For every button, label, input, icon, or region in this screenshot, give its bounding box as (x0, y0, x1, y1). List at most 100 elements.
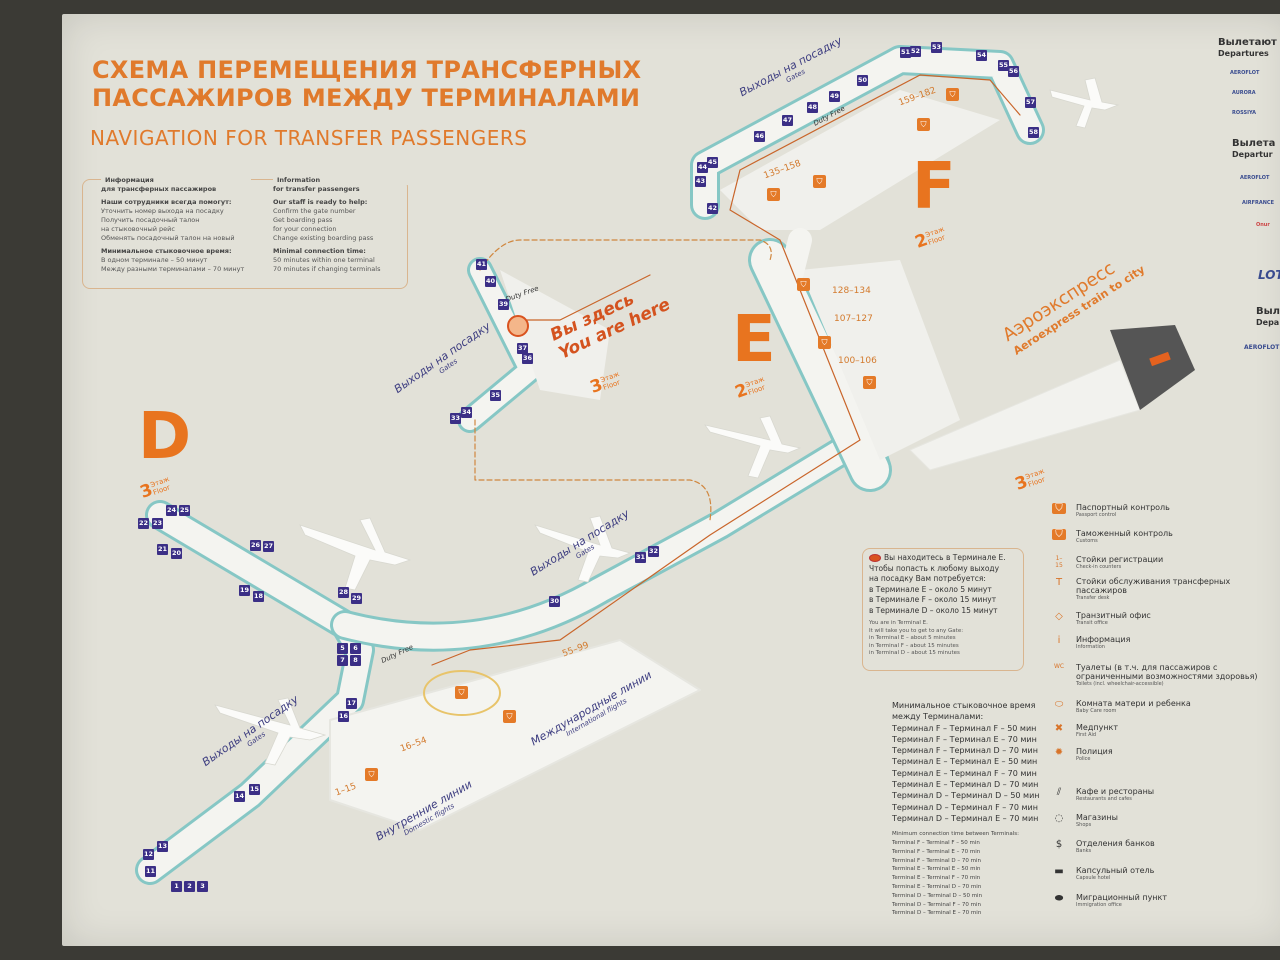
gate-51: 51 (900, 47, 911, 58)
legend-label-en: Immigration office (1076, 902, 1122, 908)
gate-47: 47 (782, 115, 793, 126)
gate-28: 28 (338, 587, 349, 598)
connection-time-row: Terminal E – Terminal F – 70 min (892, 875, 981, 882)
passport-control-icon: ⛉ (946, 88, 959, 101)
gate-18: 18 (253, 591, 264, 602)
transfer-route (431, 74, 1021, 666)
gate-42: 42 (707, 203, 718, 214)
police-icon: ✹ (1054, 747, 1064, 758)
first-aid-icon: ✖ (1054, 723, 1064, 734)
info-item: Обменять посадочный талон на новый (101, 234, 235, 242)
terminal-d-label: D (138, 400, 192, 474)
info-min-heading: Minimal connection time: (273, 247, 366, 255)
information-icon: i (1057, 635, 1061, 646)
connection-times: Минимальное стыковочное время между Терм… (892, 701, 1040, 917)
connection-time-row: Terminal D – Terminal E – 70 min (892, 910, 982, 917)
legend-label-en: Check-in counters (1076, 564, 1122, 570)
customs-icon: ⛉ (917, 118, 930, 131)
info-ru: Информация для трансферных пассажиров На… (101, 176, 251, 274)
legend-label-ru: Стойки регистрации (1076, 555, 1164, 564)
gate-20: 20 (171, 548, 182, 559)
gate-23: 23 (152, 518, 163, 529)
legend-label-ru: Медпункт (1076, 723, 1119, 732)
gate-22: 22 (138, 518, 149, 529)
connection-time-row: Терминал E – Терминал F – 70 мин (892, 768, 1037, 778)
connection-time-row: Терминал D – Терминал D – 50 мин (892, 791, 1040, 801)
gate-49: 49 (829, 91, 840, 102)
customs-icon: ⛉ (863, 376, 876, 389)
connection-time-row: Terminal F – Terminal D – 70 min (892, 857, 981, 864)
gate-58: 58 (1028, 127, 1039, 138)
info-item: Уточнить номер выхода на посадку (101, 207, 224, 215)
shop-icon: ◌ (1054, 813, 1064, 824)
transfer-info-box: Информация для трансферных пассажиров На… (82, 176, 423, 289)
airline-logo: AEROFLOT (1244, 344, 1280, 351)
transfer-route-dashed (474, 239, 772, 521)
terminal-d-structure (135, 425, 875, 885)
connection-time-row: Терминал D – Терминал F – 70 мин (892, 802, 1038, 812)
gate-46: 46 (754, 131, 765, 142)
connection-time-row: Терминал F – Терминал D – 70 мин (892, 746, 1038, 756)
bank-icon: $ (1055, 839, 1063, 850)
airline-logo: AIRFRANCE (1242, 200, 1274, 206)
legend-label-ru: Информация (1076, 635, 1131, 644)
connection-time-row: Terminal F – Terminal F – 50 min (892, 840, 980, 847)
passport-control-icon: ⛉ (455, 686, 468, 699)
airplane-icons (214, 77, 1120, 766)
page-title: СХЕМА ПЕРЕМЕЩЕНИЯ ТРАНСФЕРНЫХ ПАССАЖИРОВ… (92, 56, 641, 112)
airplane-icon (214, 697, 327, 766)
info-staff: Our staff is ready to help: (273, 198, 368, 206)
gate-41: 41 (476, 259, 487, 270)
toilet-icon: WC (1053, 663, 1065, 670)
info-min: Между разными терминалами – 70 минут (101, 265, 245, 273)
legend-label-ru: Комната матери и ребенка (1076, 699, 1191, 708)
gate-30: 30 (549, 596, 560, 607)
airline-logo: Onur (1256, 222, 1270, 228)
checkin-range: 100–106 (838, 356, 877, 366)
terminal-f-label: F (912, 150, 956, 224)
gate-57: 57 (1025, 97, 1036, 108)
gate-19: 19 (239, 585, 250, 596)
you-box-ru: Вы находитесь в Терминале E. Чтобы попас… (869, 553, 1006, 615)
connection-time-row: Терминал F – Терминал F – 50 мин (892, 723, 1037, 733)
info-min-heading: Минимальное стыковочное время: (101, 247, 232, 255)
passport-control-icon: ⛉ (818, 336, 831, 349)
gate-29: 29 (351, 593, 362, 604)
gate-15: 15 (249, 784, 260, 795)
gate-50: 50 (857, 75, 868, 86)
info-item: Change existing boarding pass (273, 234, 374, 242)
connection-time-row: Terminal D – Terminal D – 50 min (892, 892, 983, 899)
gate-34: 34 (461, 407, 472, 418)
passport-icon: ⛉ (1052, 503, 1066, 514)
you-are-here-marker (519, 274, 651, 321)
gate-6: 6 (350, 643, 361, 654)
gate-13: 13 (157, 841, 168, 852)
legend-label-en: Shops (1076, 822, 1092, 828)
title-ru-line1: СХЕМА ПЕРЕМЕЩЕНИЯ ТРАНСФЕРНЫХ (92, 56, 642, 84)
airline-logo: AEROFLOT (1230, 70, 1260, 76)
info-heading: для трансферных пассажиров (101, 185, 217, 193)
gate-39: 39 (498, 299, 509, 310)
legend-label-en: Transit office (1076, 620, 1108, 626)
legend-label-ru: Стойки обслуживания трансферных пассажир… (1076, 577, 1231, 595)
gate-11: 11 (145, 866, 156, 877)
legend-label-en: Banks (1076, 848, 1092, 854)
gate-43: 43 (695, 176, 706, 187)
gate-5: 5 (337, 643, 348, 654)
passport-control-icon: ⛉ (767, 188, 780, 201)
gate-36: 36 (522, 353, 533, 364)
gate-40: 40 (485, 276, 496, 287)
gate-31: 31 (635, 552, 646, 563)
legend-label-en: Restaurants and cafes (1076, 796, 1132, 802)
gate-48: 48 (807, 102, 818, 113)
gate-21: 21 (157, 544, 168, 555)
info-heading: Information (277, 176, 321, 184)
legend-label-ru: Отделения банков (1076, 839, 1155, 848)
gate-32: 32 (648, 546, 659, 557)
you-box-en: You are in Terminal E.It will take you t… (869, 620, 964, 656)
you-are-in-terminal-box: Вы находитесь в Терминале E. Чтобы попас… (862, 548, 1024, 671)
connection-time-row: Терминал E – Терминал E – 50 мин (892, 757, 1038, 767)
legend-label-en: Police (1076, 756, 1091, 762)
